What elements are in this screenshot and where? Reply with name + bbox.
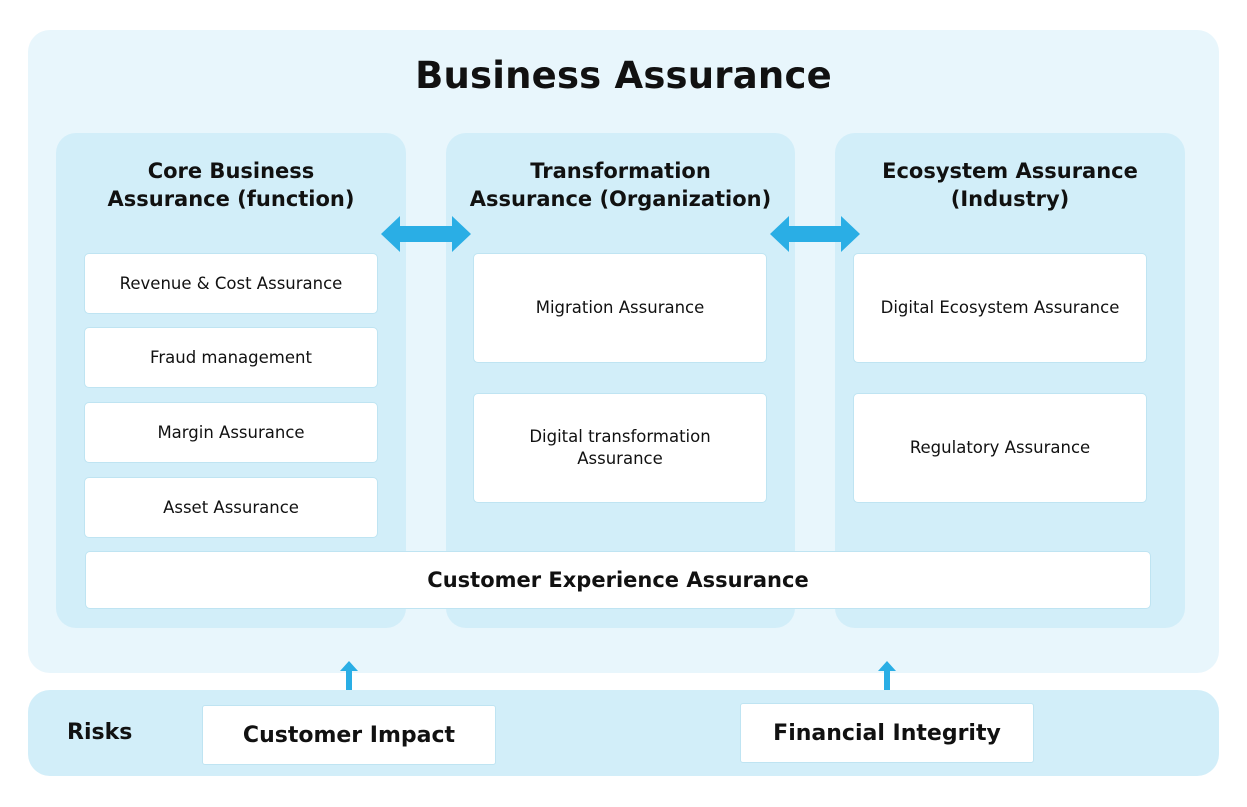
- ecosystem-column: [835, 133, 1185, 628]
- asset-assurance-box: Asset Assurance: [84, 477, 378, 538]
- double-arrow-shape: [340, 661, 358, 703]
- transformation-title: Transformation Assurance (Organization): [446, 157, 795, 213]
- double-arrow-shape: [878, 661, 896, 703]
- digital-ecosystem-assurance-box: Digital Ecosystem Assurance: [853, 253, 1147, 363]
- migration-assurance-box: Migration Assurance: [473, 253, 767, 363]
- double-arrow-vertical-right: [878, 661, 896, 703]
- customer-experience-assurance-bar: Customer Experience Assurance: [85, 551, 1151, 609]
- risks-label: Risks: [67, 720, 133, 745]
- digital-transformation-line1: Digital transformation: [529, 427, 711, 446]
- revenue-cost-assurance-box: Revenue & Cost Assurance: [84, 253, 378, 314]
- double-arrow-horizontal-right: [770, 216, 860, 252]
- margin-assurance-box: Margin Assurance: [84, 402, 378, 463]
- fraud-management-box: Fraud management: [84, 327, 378, 388]
- transformation-column: [446, 133, 795, 628]
- regulatory-assurance-box: Regulatory Assurance: [853, 393, 1147, 503]
- transformation-title-line2: Assurance (Organization): [469, 187, 772, 211]
- transformation-title-line1: Transformation: [530, 159, 711, 183]
- financial-integrity-box: Financial Integrity: [740, 703, 1034, 763]
- customer-impact-box: Customer Impact: [202, 705, 496, 765]
- diagram-title: Business Assurance: [415, 54, 832, 97]
- ecosystem-title-line2: (Industry): [950, 187, 1070, 211]
- digital-transformation-box: Digital transformation Assurance: [473, 393, 767, 503]
- core-business-title-line2: Assurance (function): [107, 187, 355, 211]
- ecosystem-title: Ecosystem Assurance (Industry): [835, 157, 1185, 213]
- double-arrow-shape: [770, 216, 860, 252]
- migration-assurance-line1: Migration Assurance: [535, 298, 705, 317]
- double-arrow-shape: [381, 216, 471, 252]
- ecosystem-title-line1: Ecosystem Assurance: [882, 159, 1138, 183]
- digital-transformation-line2: Assurance: [577, 449, 663, 468]
- double-arrow-horizontal-left: [381, 216, 471, 252]
- core-business-title-line1: Core Business: [147, 159, 315, 183]
- core-business-title: Core Business Assurance (function): [56, 157, 406, 213]
- double-arrow-vertical-left: [340, 661, 358, 703]
